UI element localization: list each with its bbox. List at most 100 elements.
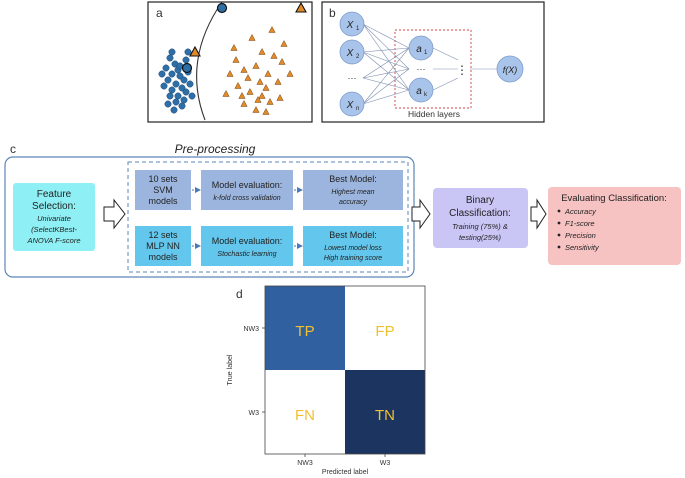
bullet — [557, 233, 561, 237]
flow-arrow — [103, 198, 126, 230]
network-connections — [362, 23, 497, 105]
blue-point — [162, 64, 170, 72]
svm-best-sub: Highest mean — [331, 189, 374, 196]
svm-best-model-box: Best Model: Highest mean accuracy — [303, 170, 403, 210]
blue-point — [178, 102, 186, 110]
orange-point — [238, 91, 246, 99]
panel-b: b X 1 X 2 · — [321, 1, 545, 123]
input-ellipsis: ··· — [348, 73, 357, 83]
panel-a-label: a — [156, 6, 163, 20]
blue-point — [186, 80, 194, 88]
panel-b-label: b — [329, 6, 336, 20]
feature-sub-line: Univariate — [37, 214, 71, 223]
output-neuron-label: f(X) — [503, 65, 518, 75]
decision-boundary — [196, 1, 223, 121]
class-orange-points — [222, 25, 294, 115]
support-vector-point — [216, 2, 228, 14]
preprocessing-title: Pre-processing — [175, 142, 256, 156]
orange-point — [286, 69, 294, 77]
hidden-neuron: a 1 — [408, 35, 434, 61]
blue-point — [164, 100, 172, 108]
mlp-best-model-box: Best Model: Lowest model loss High train… — [303, 226, 403, 266]
blue-point — [182, 88, 190, 96]
input-neuron-label: X — [346, 48, 354, 59]
cell-fp-label: FP — [375, 323, 394, 340]
input-neuron-sub: n — [356, 106, 359, 112]
svm-sets-box: 10 sets SVM models — [135, 170, 191, 210]
orange-point — [244, 73, 252, 81]
hidden-neuron-sub: 1 — [424, 50, 428, 56]
svm-best-title: Best Model: — [329, 174, 377, 184]
orange-point — [274, 77, 282, 85]
svm-sets-line: SVM — [153, 185, 173, 195]
svm-best-sub: accuracy — [339, 199, 368, 206]
input-neuron-label: X — [346, 100, 354, 111]
cell-fp — [345, 286, 425, 370]
x-axis-label: Predicted label — [322, 469, 369, 476]
blue-point — [166, 92, 174, 100]
input-neuron-label: X — [346, 20, 354, 31]
blue-point — [182, 56, 190, 64]
svm-evaluation-box: Model evaluation: k-fold cross validatio… — [201, 170, 293, 210]
bullet — [557, 209, 561, 213]
orange-point — [234, 81, 242, 89]
orange-point — [230, 43, 238, 51]
support-vector-point — [181, 62, 193, 74]
panel-c-label: c — [10, 142, 16, 156]
orange-point — [264, 69, 272, 77]
feature-title-line: Feature — [37, 189, 72, 200]
hidden-neuron-label: a — [416, 44, 422, 55]
y-axis-label: True label — [227, 354, 234, 385]
hidden-neuron-label: a — [416, 86, 422, 97]
bullet — [557, 245, 561, 249]
orange-point — [240, 99, 248, 107]
panel-d-label: d — [236, 287, 243, 301]
mlp-sets-box: 12 sets MLP NN models — [135, 226, 191, 266]
orange-point — [252, 61, 260, 69]
hidden-neuron-sub: k — [424, 92, 428, 98]
cell-tp — [265, 286, 345, 370]
blue-point — [184, 48, 192, 56]
input-neuron-sub: 2 — [356, 54, 360, 60]
hidden-layer-frame — [394, 29, 472, 109]
evaluating-title: Evaluating Classification: — [561, 193, 667, 204]
binary-classification-box: Binary Classification: Training (75%) & … — [433, 188, 528, 248]
hidden-ellipsis: ··· — [417, 64, 426, 74]
mlp-sets-line: models — [148, 252, 178, 262]
metric-item: Accuracy — [564, 207, 597, 216]
orange-point — [258, 91, 266, 99]
cell-fn — [265, 370, 345, 454]
binary-title-line: Binary — [466, 195, 494, 206]
model-selection-frame — [127, 161, 409, 273]
col-label: W3 — [380, 460, 391, 467]
blue-point — [168, 70, 176, 78]
orange-point — [276, 93, 284, 101]
mlp-best-sub: Lowest model loss — [324, 245, 382, 252]
metric-item: Precision — [565, 231, 596, 240]
orange-point — [246, 87, 254, 95]
panel-d: d TP FP FN TN NW3 W3 NW3 W3 Predicted la… — [227, 285, 426, 476]
mlp-sets-line: MLP NN — [146, 241, 180, 251]
mlp-eval-title: Model evaluation: — [212, 236, 283, 246]
feature-selection-box: Feature Selection: Univariate (SelectKBe… — [13, 183, 95, 251]
cell-tn — [345, 370, 425, 454]
svm-sets-line: models — [148, 196, 178, 206]
metric-item: F1-score — [565, 219, 595, 228]
orange-point — [222, 89, 230, 97]
support-vector-triangle — [189, 45, 201, 57]
cell-tn-label: TN — [375, 407, 395, 424]
cell-tp-label: TP — [295, 323, 314, 340]
orange-point — [254, 95, 262, 103]
blue-point — [164, 76, 172, 84]
output-neuron: f(X) — [496, 55, 524, 83]
binary-title-line: Classification: — [449, 208, 511, 219]
orange-point — [262, 107, 270, 115]
blue-point — [188, 92, 196, 100]
orange-point — [226, 69, 234, 77]
input-neuron: X 2 — [339, 39, 365, 65]
support-vector-triangle — [295, 1, 307, 13]
feature-title-line: Selection: — [32, 201, 76, 212]
evaluating-classification-box: Evaluating Classification: Accuracy F1-s… — [548, 187, 681, 265]
orange-point — [252, 105, 260, 113]
